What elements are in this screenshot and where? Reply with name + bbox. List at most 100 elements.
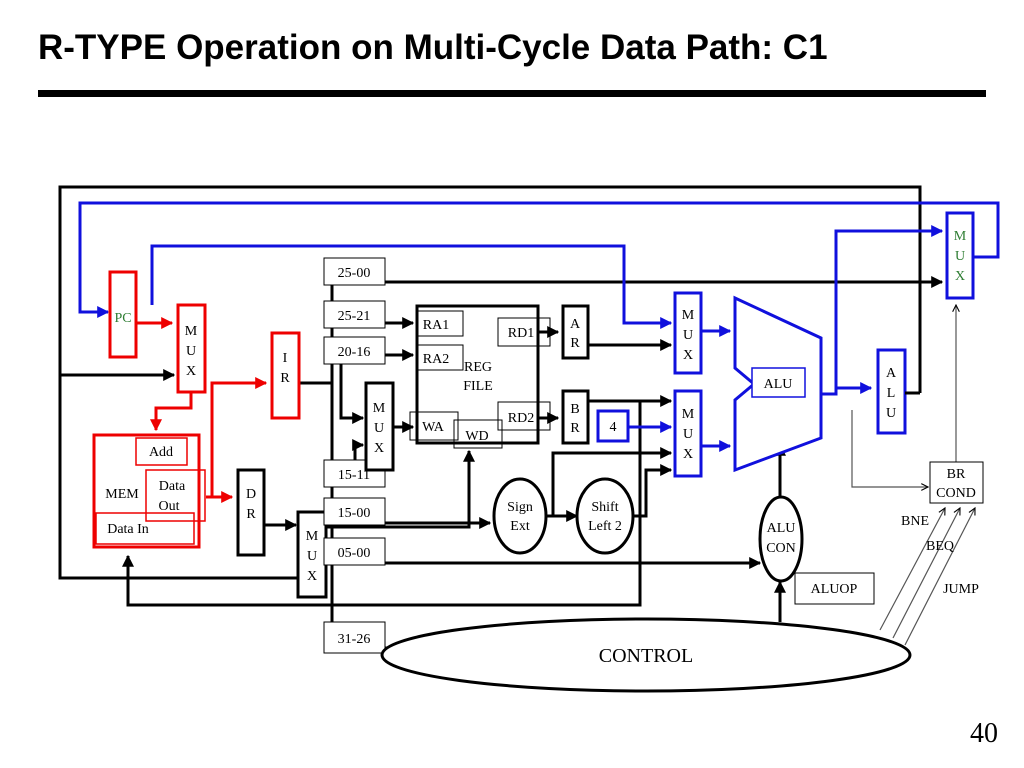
constant-four: 4 [596,409,630,443]
field-31-26: 31-26 [338,632,371,647]
svg-text:M: M [185,324,198,339]
instruction-register: I R [270,331,301,420]
svg-text:PC: PC [114,311,131,326]
svg-text:X: X [186,364,196,379]
field-20-16-to-wa-mux-wire [339,355,365,424]
pc-source-mux: M U X [945,211,975,300]
field-15-00: 15-00 [338,506,371,521]
svg-text:CONTROL: CONTROL [599,645,693,667]
mem-label: MEM [105,487,139,502]
ra2-label: RA2 [423,352,449,367]
write-data-mux: M U X [296,510,328,599]
b-to-data-in-wire [122,399,642,607]
svg-text:X: X [307,569,317,584]
instruction-fields: 25-00 25-21 20-16 15-11 15-00 05-00 31-2… [323,257,386,654]
shift-left-unit: Shift Left 2 [575,477,635,555]
svg-text:COND: COND [936,486,976,501]
sign-extend-unit: Sign Ext [492,477,548,555]
svg-text:M: M [682,407,695,422]
svg-text:X: X [955,269,965,284]
svg-text:U: U [683,427,693,442]
branch-condition-unit: BR COND [929,461,984,504]
svg-text:CON: CON [766,541,796,556]
svg-text:X: X [683,447,693,462]
slide-title: R-TYPE Operation on Multi-Cycle Data Pat… [38,28,828,67]
add-label: Add [149,445,173,460]
b-register: B R [561,389,590,445]
alu-label: ALU [764,377,793,392]
data-in-label: Data In [107,522,149,537]
control-unit: CONTROL [380,617,912,693]
alu-a-mux: M U X [673,291,703,375]
title-underline [38,90,986,97]
red-wires [136,317,268,503]
bne-label: BNE [901,514,929,529]
svg-text:ALUOP: ALUOP [811,582,858,597]
svg-text:U: U [307,549,317,564]
svg-text:Sign: Sign [507,500,533,515]
outer-feedback-wire [58,185,922,580]
svg-text:M: M [306,529,319,544]
register-file: RA1 RA2 REG FILE WA WD RD1 RD2 [409,304,551,449]
aluop-label-box: ALUOP [794,572,875,605]
svg-text:M: M [682,308,695,323]
svg-text:Shift: Shift [591,500,618,515]
beq-label: BEQ [926,539,954,554]
svg-text:R: R [570,421,580,436]
svg-text:Left 2: Left 2 [588,519,622,534]
field-25-00: 25-00 [338,266,371,281]
field-20-16: 20-16 [338,345,371,360]
svg-text:U: U [955,249,965,264]
svg-text:U: U [186,344,196,359]
alu-unit: ALU [733,295,823,473]
svg-text:X: X [683,348,693,363]
alu-to-br-cond-wire [851,410,928,487]
wa-label: WA [422,420,445,435]
pc-register: PC [108,270,138,359]
svg-text:D: D [246,487,256,502]
svg-text:B: B [570,402,579,417]
jump-wire [904,508,975,646]
svg-text:U: U [374,421,384,436]
bne-wire [879,508,945,631]
alu-b-mux: M U X [673,389,703,478]
reg-file-label-1: REG [464,360,492,375]
alu-result-to-mux-wire [821,225,944,396]
beq-wire [892,508,960,639]
svg-text:X: X [374,441,384,456]
mux-to-mem-wire [150,392,193,432]
black-wires [58,185,944,648]
mux-to-wd-wire [326,449,475,529]
rd2-label: RD2 [508,411,534,426]
page-number: 40 [970,718,998,749]
svg-text:A: A [886,366,897,381]
svg-text:M: M [373,401,386,416]
svg-text:ALU: ALU [767,521,796,536]
svg-text:R: R [246,507,256,522]
rd1-label: RD1 [508,326,534,341]
field-15-11: 15-11 [338,468,370,483]
svg-text:4: 4 [610,420,617,435]
alu-control-unit: ALU CON [758,495,804,583]
svg-text:I: I [283,351,288,366]
svg-text:R: R [280,371,290,386]
wd-label: WD [465,429,488,444]
sign-ext-to-mux-wire [551,447,673,516]
mux-feedback-to-pc-wire [78,201,1000,318]
address-mux: M U X [176,303,207,394]
data-register: D R [236,468,266,557]
alu-out-register: A L U [876,348,907,435]
memory-block: MEM Add Data Out Data In [92,433,206,549]
data-out-label-1: Data [159,479,186,494]
write-address-mux: M U X [364,381,395,472]
reg-file-label-2: FILE [463,379,493,394]
svg-text:L: L [887,386,896,401]
field-25-21: 25-21 [338,309,371,324]
ra1-label: RA1 [423,318,449,333]
svg-text:Ext: Ext [510,519,530,534]
blue-wires [78,201,1000,433]
mux-to-alu-wires [701,325,732,452]
svg-text:R: R [570,336,580,351]
jump-label: JUMP [943,582,979,597]
